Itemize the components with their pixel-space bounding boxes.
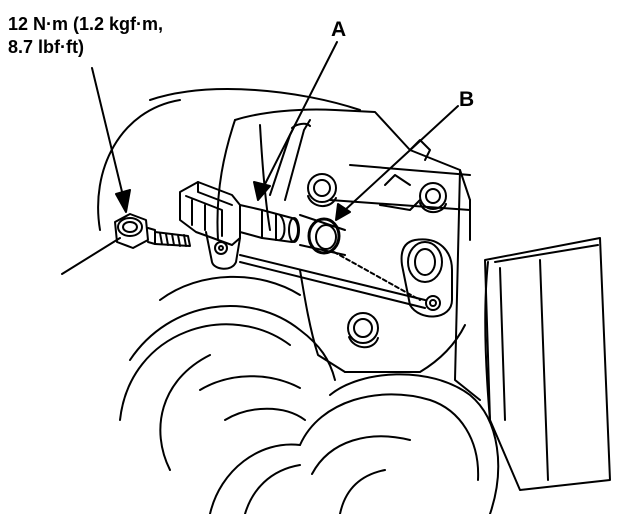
callout-label-b: B <box>459 88 475 111</box>
o-ring <box>307 217 341 255</box>
torque-spec-line-1: 12 N·m (1.2 kgf·m, <box>8 14 164 34</box>
torque-spec-line-2: 8.7 lbf·ft) <box>8 37 84 57</box>
sensor-body <box>179 181 300 270</box>
bolt <box>114 213 191 249</box>
leader-lines <box>61 41 459 301</box>
bolt-boss-upper-left <box>307 173 337 207</box>
mounting-boss <box>400 238 453 318</box>
callout-label-a: A <box>331 18 347 41</box>
engine-housing <box>149 88 481 401</box>
bolt-boss-lower <box>347 312 379 349</box>
bolt-boss-upper-right <box>419 182 447 214</box>
pulley-assembly <box>97 99 500 514</box>
right-cover-panel <box>484 237 611 491</box>
